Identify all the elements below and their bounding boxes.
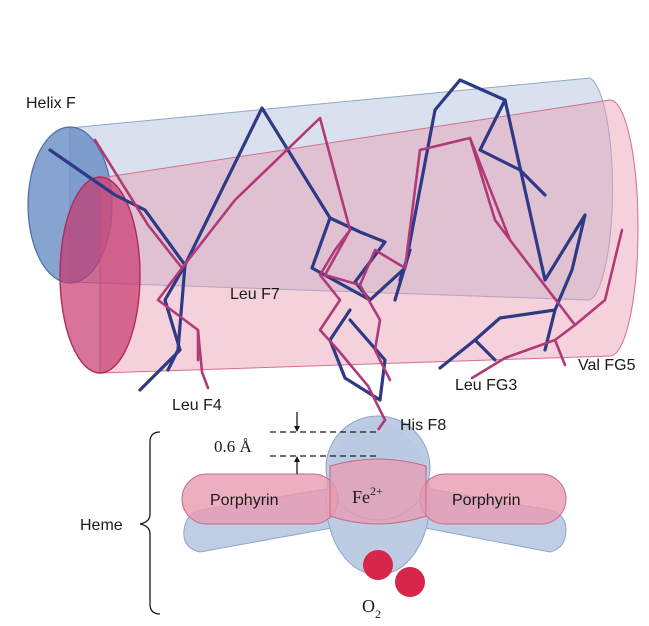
label-leu-fg3: Leu FG3 xyxy=(455,377,517,394)
label-oxygen-subscript: 2 xyxy=(375,607,381,621)
oxygen-atom-1 xyxy=(363,550,393,580)
label-iron-charge: 2+ xyxy=(370,484,383,498)
label-his-f8: His F8 xyxy=(400,417,446,434)
label-oxygen: O2 xyxy=(362,596,381,621)
label-leu-f4: Leu F4 xyxy=(172,397,222,414)
oxygen-atom-2 xyxy=(395,567,425,597)
heme-bracket xyxy=(140,432,160,614)
label-heme: Heme xyxy=(80,517,123,534)
label-leu-f7: Leu F7 xyxy=(230,286,280,303)
label-helix-f: Helix F xyxy=(26,95,76,112)
label-displacement: 0.6 Å xyxy=(214,437,253,456)
label-porphyrin-right: Porphyrin xyxy=(452,492,520,509)
label-val-fg5: Val FG5 xyxy=(578,357,636,374)
label-porphyrin-left: Porphyrin xyxy=(210,492,278,509)
